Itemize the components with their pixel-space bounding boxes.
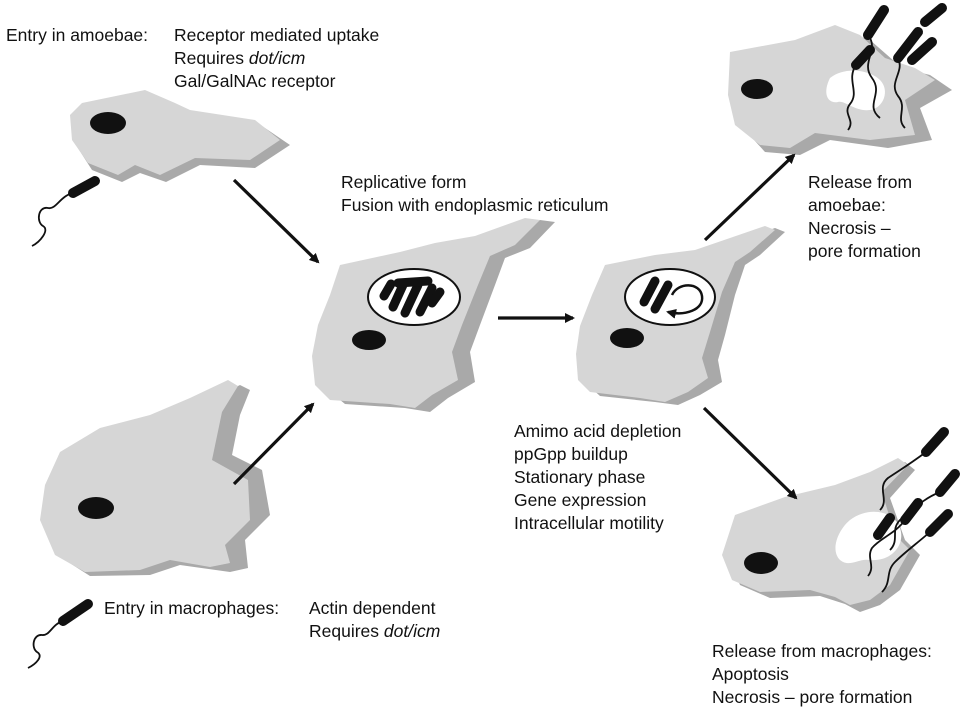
stationary-vacuole [625,269,715,325]
macrophage-cell [40,380,270,576]
replicative-line2: Fusion with endoplasmic reticulum [341,194,608,217]
release-macrophages-line2: Apoptosis [712,663,932,686]
stationary-line-2: ppGpp buildup [514,443,681,466]
nucleus [744,552,778,574]
nucleus [78,497,114,519]
nucleus [741,79,773,99]
entry-macrophages-details: Actin dependent Requires dot/icm [309,597,440,643]
release-amoebae-line2: amoebae: [808,194,921,217]
entry-amoebae-line2: Requires dot/icm [174,47,379,70]
arrow-amoeba-to-replication [234,180,318,262]
nucleus [90,112,126,134]
stationary-host-cell [576,226,785,405]
replicative-line1: Replicative form [341,171,608,194]
entry-macrophages-line2: Requires dot/icm [309,620,440,643]
arrow-release-amoeba [705,155,794,240]
amoeba-cell [70,90,290,182]
stationary-line-3: Stationary phase [514,466,681,489]
replicative-text: Replicative form Fusion with endoplasmic… [341,171,608,217]
release-macrophages-text: Release from macrophages: Apoptosis Necr… [712,640,932,709]
bacterium-macrophage-entry [28,604,88,668]
entry-amoebae-line3: Gal/GalNAc receptor [174,70,379,93]
stationary-line-4: Gene expression [514,489,681,512]
lysed-amoeba-cell [728,8,952,155]
arrow-release-macrophage [704,408,796,498]
entry-macrophages-line1: Actin dependent [309,597,440,620]
arrow-macrophage-to-replication [234,404,313,484]
nucleus [352,330,386,350]
release-macrophages-line3: Necrosis – pore formation [712,686,932,709]
entry-amoebae-details: Receptor mediated uptake Requires dot/ic… [174,24,379,93]
entry-amoebae-line1: Receptor mediated uptake [174,24,379,47]
entry-amoebae-heading: Entry in amoebae: [6,24,148,47]
bacterium-amoeba-entry [32,181,95,246]
release-amoebae-text: Release from amoebae: Necrosis – pore fo… [808,171,921,263]
stationary-line-1: Amimo acid depletion [514,420,681,443]
entry-macrophages-heading: Entry in macrophages: [104,597,279,620]
release-amoebae-line3: Necrosis – [808,217,921,240]
release-amoebae-line1: Release from [808,171,921,194]
replicating-host-cell [312,218,555,412]
replicative-vacuole [368,269,460,325]
stationary-line-5: Intracellular motility [514,512,681,535]
release-macrophages-line1: Release from macrophages: [712,640,932,663]
release-amoebae-line4: pore formation [808,240,921,263]
stationary-phase-text: Amimo acid depletion ppGpp buildup Stati… [514,420,681,535]
nucleus [610,328,644,348]
